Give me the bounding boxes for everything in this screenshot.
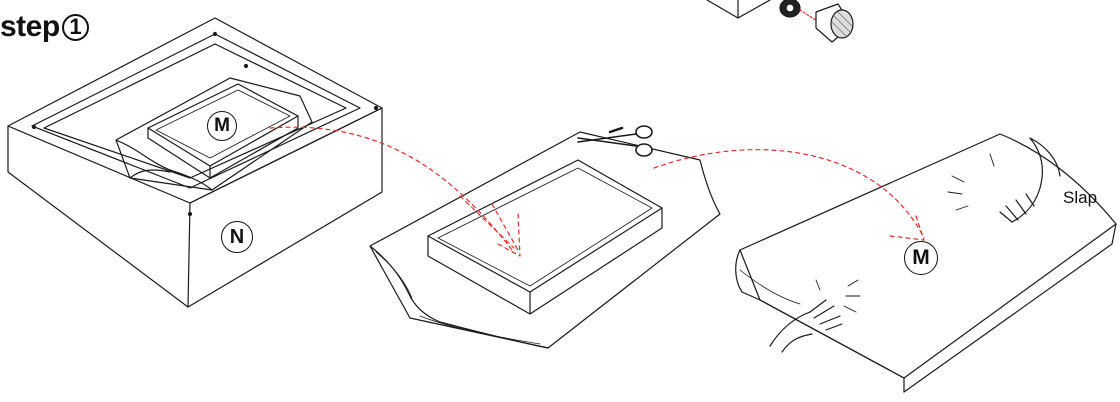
box-illustration — [8, 18, 382, 307]
item-m-unpacked-label: M — [904, 241, 938, 275]
step-title: step 1 — [0, 10, 89, 44]
item-m-label: M — [207, 111, 237, 141]
item-n-label: N — [221, 221, 253, 253]
step-label: step — [0, 10, 60, 44]
step-number-badge: 1 — [62, 14, 89, 41]
fitting-detail-illustration — [707, 0, 853, 42]
scissors-icon — [578, 126, 652, 156]
slap-annotation: Slap — [1063, 188, 1097, 208]
